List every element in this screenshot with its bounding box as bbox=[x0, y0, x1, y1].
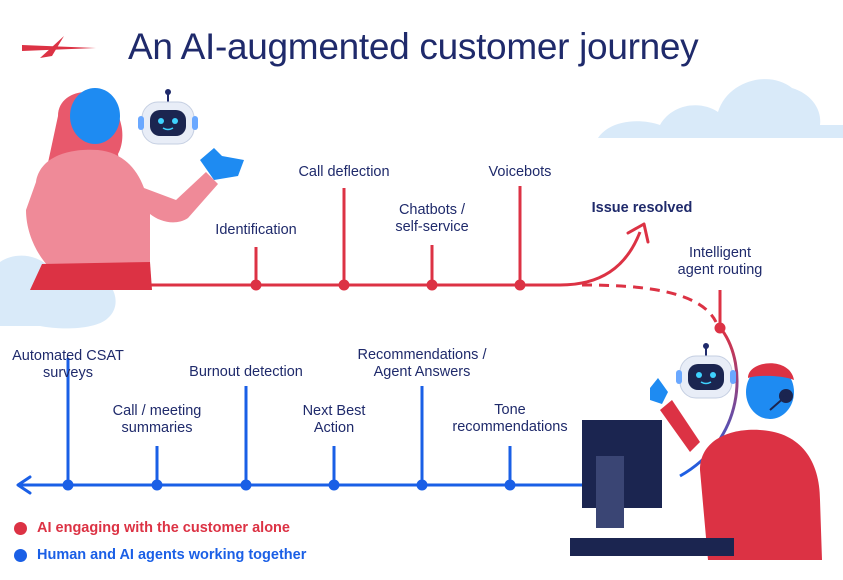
stage-tone-recommendations-line2: recommendations bbox=[452, 419, 568, 435]
stage-automated-csat: Automated CSAT surveys bbox=[12, 348, 124, 382]
stage-next-best-action-line1: Next Best bbox=[302, 403, 366, 419]
stage-recommendations-line2: Agent Answers bbox=[373, 364, 471, 380]
chatbot-icon bbox=[138, 89, 198, 145]
stage-recommendations: Recommendations / Agent Answers bbox=[358, 347, 487, 381]
customer-illustration bbox=[26, 88, 244, 290]
legend-human-ai: Human and AI agents working together bbox=[14, 547, 306, 563]
legend-red-dot bbox=[14, 521, 27, 535]
stage-chatbots-line2: self-service bbox=[395, 219, 469, 235]
stage-next-best-action: Next Best Action bbox=[303, 403, 366, 437]
stage-agent-routing-line2: agent routing bbox=[677, 262, 763, 278]
agent-illustration bbox=[650, 363, 822, 560]
stage-call-summaries-line2: summaries bbox=[121, 420, 193, 436]
stage-burnout-detection: Burnout detection bbox=[189, 364, 303, 380]
legend-blue-dot bbox=[14, 548, 27, 562]
upper-stage-markers bbox=[250, 279, 726, 334]
ai-alone-timeline bbox=[104, 186, 722, 328]
stage-chatbots-line1: Chatbots / bbox=[398, 202, 466, 218]
legend-ai-alone: AI engaging with the customer alone bbox=[14, 520, 290, 536]
stage-voicebots: Voicebots bbox=[488, 164, 552, 180]
lower-stage-markers bbox=[62, 479, 516, 491]
stage-call-deflection: Call deflection bbox=[298, 164, 390, 180]
stage-call-summaries-line1: Call / meeting bbox=[112, 403, 202, 419]
stage-recommendations-line1: Recommendations / bbox=[357, 347, 487, 363]
legend-ai-alone-label: AI engaging with the customer alone bbox=[37, 520, 290, 536]
computer-monitor-icon bbox=[570, 420, 734, 556]
stage-tone-recommendations-line1: Tone bbox=[494, 402, 526, 418]
page-title: An AI-augmented customer journey bbox=[128, 26, 699, 67]
stage-issue-resolved: Issue resolved bbox=[591, 200, 693, 216]
stage-tone-recommendations: Tone recommendations bbox=[452, 402, 567, 436]
chatbot-icon bbox=[676, 343, 736, 399]
human-ai-timeline bbox=[16, 358, 584, 495]
stage-automated-csat-line2: surveys bbox=[43, 365, 93, 381]
stage-next-best-action-line2: Action bbox=[313, 420, 355, 436]
stage-agent-routing: Intelligent agent routing bbox=[678, 245, 763, 279]
handoff-arc bbox=[679, 329, 739, 478]
legend-human-ai-label: Human and AI agents working together bbox=[37, 547, 307, 563]
stage-chatbots: Chatbots / self-service bbox=[395, 202, 468, 236]
stage-call-summaries: Call / meeting summaries bbox=[113, 403, 202, 437]
stage-automated-csat-line1: Automated CSAT bbox=[12, 348, 124, 364]
stage-agent-routing-line1: Intelligent bbox=[688, 245, 752, 261]
cloud-icon bbox=[598, 79, 843, 138]
brand-spark-icon bbox=[22, 36, 96, 58]
stage-identification: Identification bbox=[215, 222, 297, 238]
